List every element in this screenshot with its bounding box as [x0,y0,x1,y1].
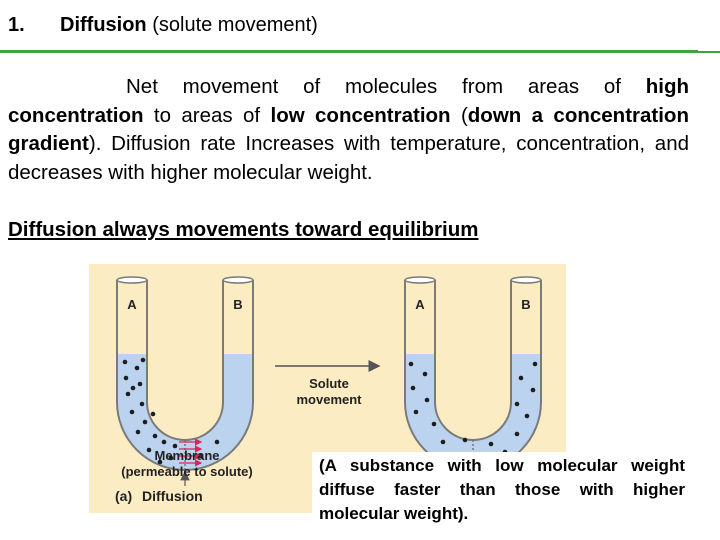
membrane-label: Membrane (permeable to solute) [105,448,269,480]
title-divider-tail [698,51,720,53]
left-tube-rim-a [116,276,148,284]
label-a-right: A [415,297,425,312]
text-run: ( [450,103,468,127]
bold-run: down a concentration gradient [8,103,689,156]
u-tube-diagram: A B A B Solute movement Membrane [116,276,542,486]
right-u-tube-water [405,354,541,470]
equilibrium-statement: Diffusion always movements toward equili… [8,218,479,241]
text-run: to areas of [143,103,271,127]
right-tube-rim-b [510,276,542,284]
bold-run: high concentration [8,75,689,127]
text-run: ). Diffusion rate Increases with tempera… [8,132,689,184]
label-b-left: B [233,297,242,312]
title-main: Diffusion [60,14,147,36]
panel-caption: (a) Diffusion [115,488,203,504]
title-rest: (solute movement) [146,14,318,36]
arrow-label-line1: Solute [309,376,349,391]
panel-title: Diffusion [142,488,203,504]
slide-number: 1. [8,14,25,36]
arrow-label-line2: movement [296,392,362,407]
bold-run: low concentration [270,103,451,127]
left-tube-rim-b [222,276,254,284]
right-tube-rim-a [404,276,436,284]
definition-paragraph: Net movement of molecules from areas of … [8,73,689,187]
label-b-right: B [521,297,530,312]
title-divider [0,50,698,53]
figure-caption: (A substance with low molecular weight d… [312,452,685,526]
membrane-label-line2: (permeable to solute) [121,464,253,479]
text-run: Net movement of molecules from areas of [126,75,646,98]
panel-letter: (a) [115,488,133,504]
membrane-label-line1: Membrane [154,448,220,463]
slide-title: 1. Diffusion (solute movement) [8,14,318,37]
label-a-left: A [127,297,137,312]
diffusion-arrows [179,438,203,467]
